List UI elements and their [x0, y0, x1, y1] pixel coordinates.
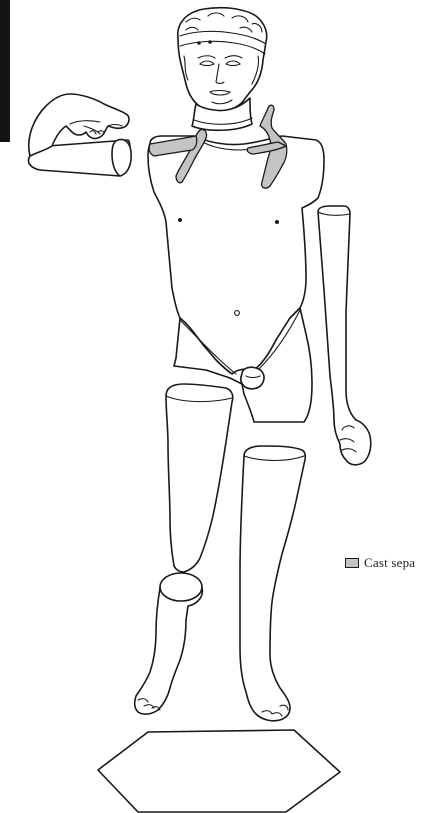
head-fragment: [178, 8, 267, 131]
torso-fragment: [148, 105, 324, 422]
legend: Cast sepa: [345, 555, 437, 571]
leg-fragment-right: [240, 446, 305, 721]
legend-swatch: [345, 558, 359, 568]
legend-label: Cast sepa: [364, 555, 415, 571]
base-plinth: [98, 730, 340, 812]
arm-fragment-upper: [28, 94, 131, 176]
leg-fragment-left: [135, 384, 233, 714]
arm-fragment-hanging: [318, 206, 371, 465]
